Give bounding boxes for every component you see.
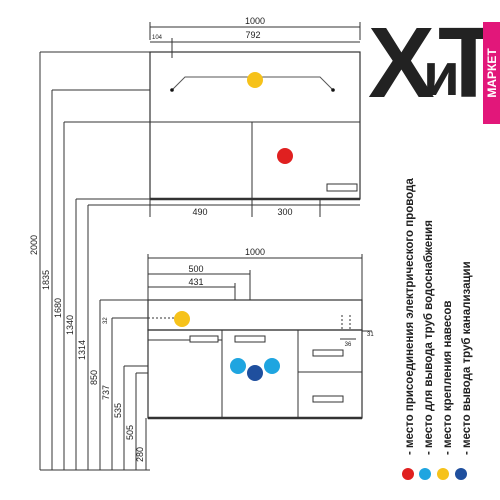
legend: - место присоединения электрического про…: [402, 178, 473, 480]
height-label-1680: 1680: [53, 298, 63, 318]
logo-market-word: МАРКЕТ: [485, 48, 499, 98]
height-label-1314: 1314: [77, 340, 87, 360]
lower-left-small-label: 32: [103, 317, 109, 324]
legend-dot-electric: [402, 468, 414, 480]
lower-cabinet: [147, 254, 372, 420]
upper-door-right-label: 300: [277, 207, 292, 217]
logo-letter-i: и: [423, 41, 460, 108]
legend-dot-water: [419, 468, 431, 480]
legend-dot-sewer: [455, 468, 467, 480]
lower-inner-small-label: 36: [345, 342, 352, 348]
upper-width-label: 1000: [245, 16, 265, 26]
height-label-850: 850: [89, 370, 99, 385]
logo-letter-x: Х: [368, 7, 435, 119]
upper-cabinet: [149, 22, 361, 217]
hanger-point-left: [170, 88, 174, 92]
lower-span-500-label: 500: [188, 264, 203, 274]
brand-logo: Х и Т МАРКЕТ: [368, 7, 500, 124]
height-dimension-lines: [39, 51, 150, 471]
height-label-535: 535: [113, 403, 123, 418]
upper-left-offset-label: 104: [152, 35, 163, 41]
lower-mounting-dot: [174, 311, 190, 327]
legend-item-sewer: - место вывода труб канализации: [461, 261, 473, 455]
legend-dot-mounting: [437, 468, 449, 480]
lower-right-small-label: 31: [367, 332, 374, 338]
upper-electric-dot: [277, 148, 293, 164]
hanger-point-right: [331, 88, 335, 92]
height-label-2000: 2000: [29, 235, 39, 255]
lower-water-dot-left: [230, 358, 246, 374]
legend-item-mounting: - место крепления навесов: [442, 301, 454, 455]
lower-span-431-label: 431: [188, 277, 203, 287]
height-label-1340: 1340: [65, 315, 75, 335]
legend-item-water: - место для вывода труб водоснабжения: [423, 220, 435, 455]
lower-width-label: 1000: [245, 247, 265, 257]
upper-mounting-dot: [247, 72, 263, 88]
lower-sewer-dot: [247, 365, 263, 381]
height-label-280: 280: [135, 447, 145, 462]
upper-inner-span-label: 792: [245, 30, 260, 40]
lower-water-dot-right: [264, 358, 280, 374]
logo-market-band: [483, 22, 500, 124]
upper-door-left-label: 490: [192, 207, 207, 217]
height-label-505: 505: [125, 425, 135, 440]
legend-item-electric: - место присоединения электрического про…: [404, 178, 416, 455]
height-label-1835: 1835: [41, 270, 51, 290]
height-label-737: 737: [101, 385, 111, 400]
